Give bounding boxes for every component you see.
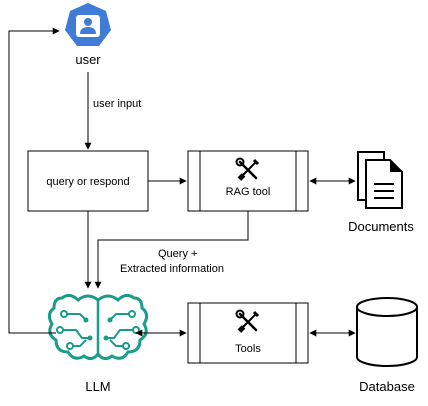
- rag-tool-node: RAG tool: [187, 150, 309, 212]
- user-icon: [65, 3, 111, 46]
- rag-tool-label: RAG tool: [226, 186, 271, 198]
- brain-circuit-icon: [47, 293, 149, 361]
- edge-label-user-input: user input: [93, 98, 141, 110]
- rag-tool-box: [187, 150, 309, 212]
- tools-icon: [235, 157, 260, 181]
- database-label: Database: [359, 379, 415, 394]
- documents-label: Documents: [348, 219, 414, 234]
- edge-llm-to-user: [8, 27, 60, 334]
- tools-label: Tools: [235, 343, 261, 355]
- user-label: user: [75, 52, 101, 67]
- edge-user-to-query: user input: [84, 72, 141, 150]
- user-node: user: [65, 3, 111, 67]
- edge-rag-to-llm: Query + Extracted information: [94, 211, 249, 289]
- query-respond-box: [27, 150, 149, 212]
- database-node: Database: [356, 297, 418, 394]
- documents-icon: [357, 151, 403, 209]
- tools-box: [187, 302, 309, 364]
- llm-node: LLM: [47, 293, 149, 394]
- edge-label-query-plus: Query +: [158, 248, 197, 260]
- database-icon: [356, 297, 418, 367]
- edge-label-extracted-information: Extracted information: [120, 263, 224, 275]
- documents-node: Documents: [348, 151, 414, 234]
- tools-node: Tools: [187, 302, 309, 364]
- llm-label: LLM: [85, 379, 110, 394]
- query-respond-node: query or respond: [27, 150, 149, 212]
- query-respond-label: query or respond: [46, 176, 129, 188]
- tools-icon: [235, 309, 260, 333]
